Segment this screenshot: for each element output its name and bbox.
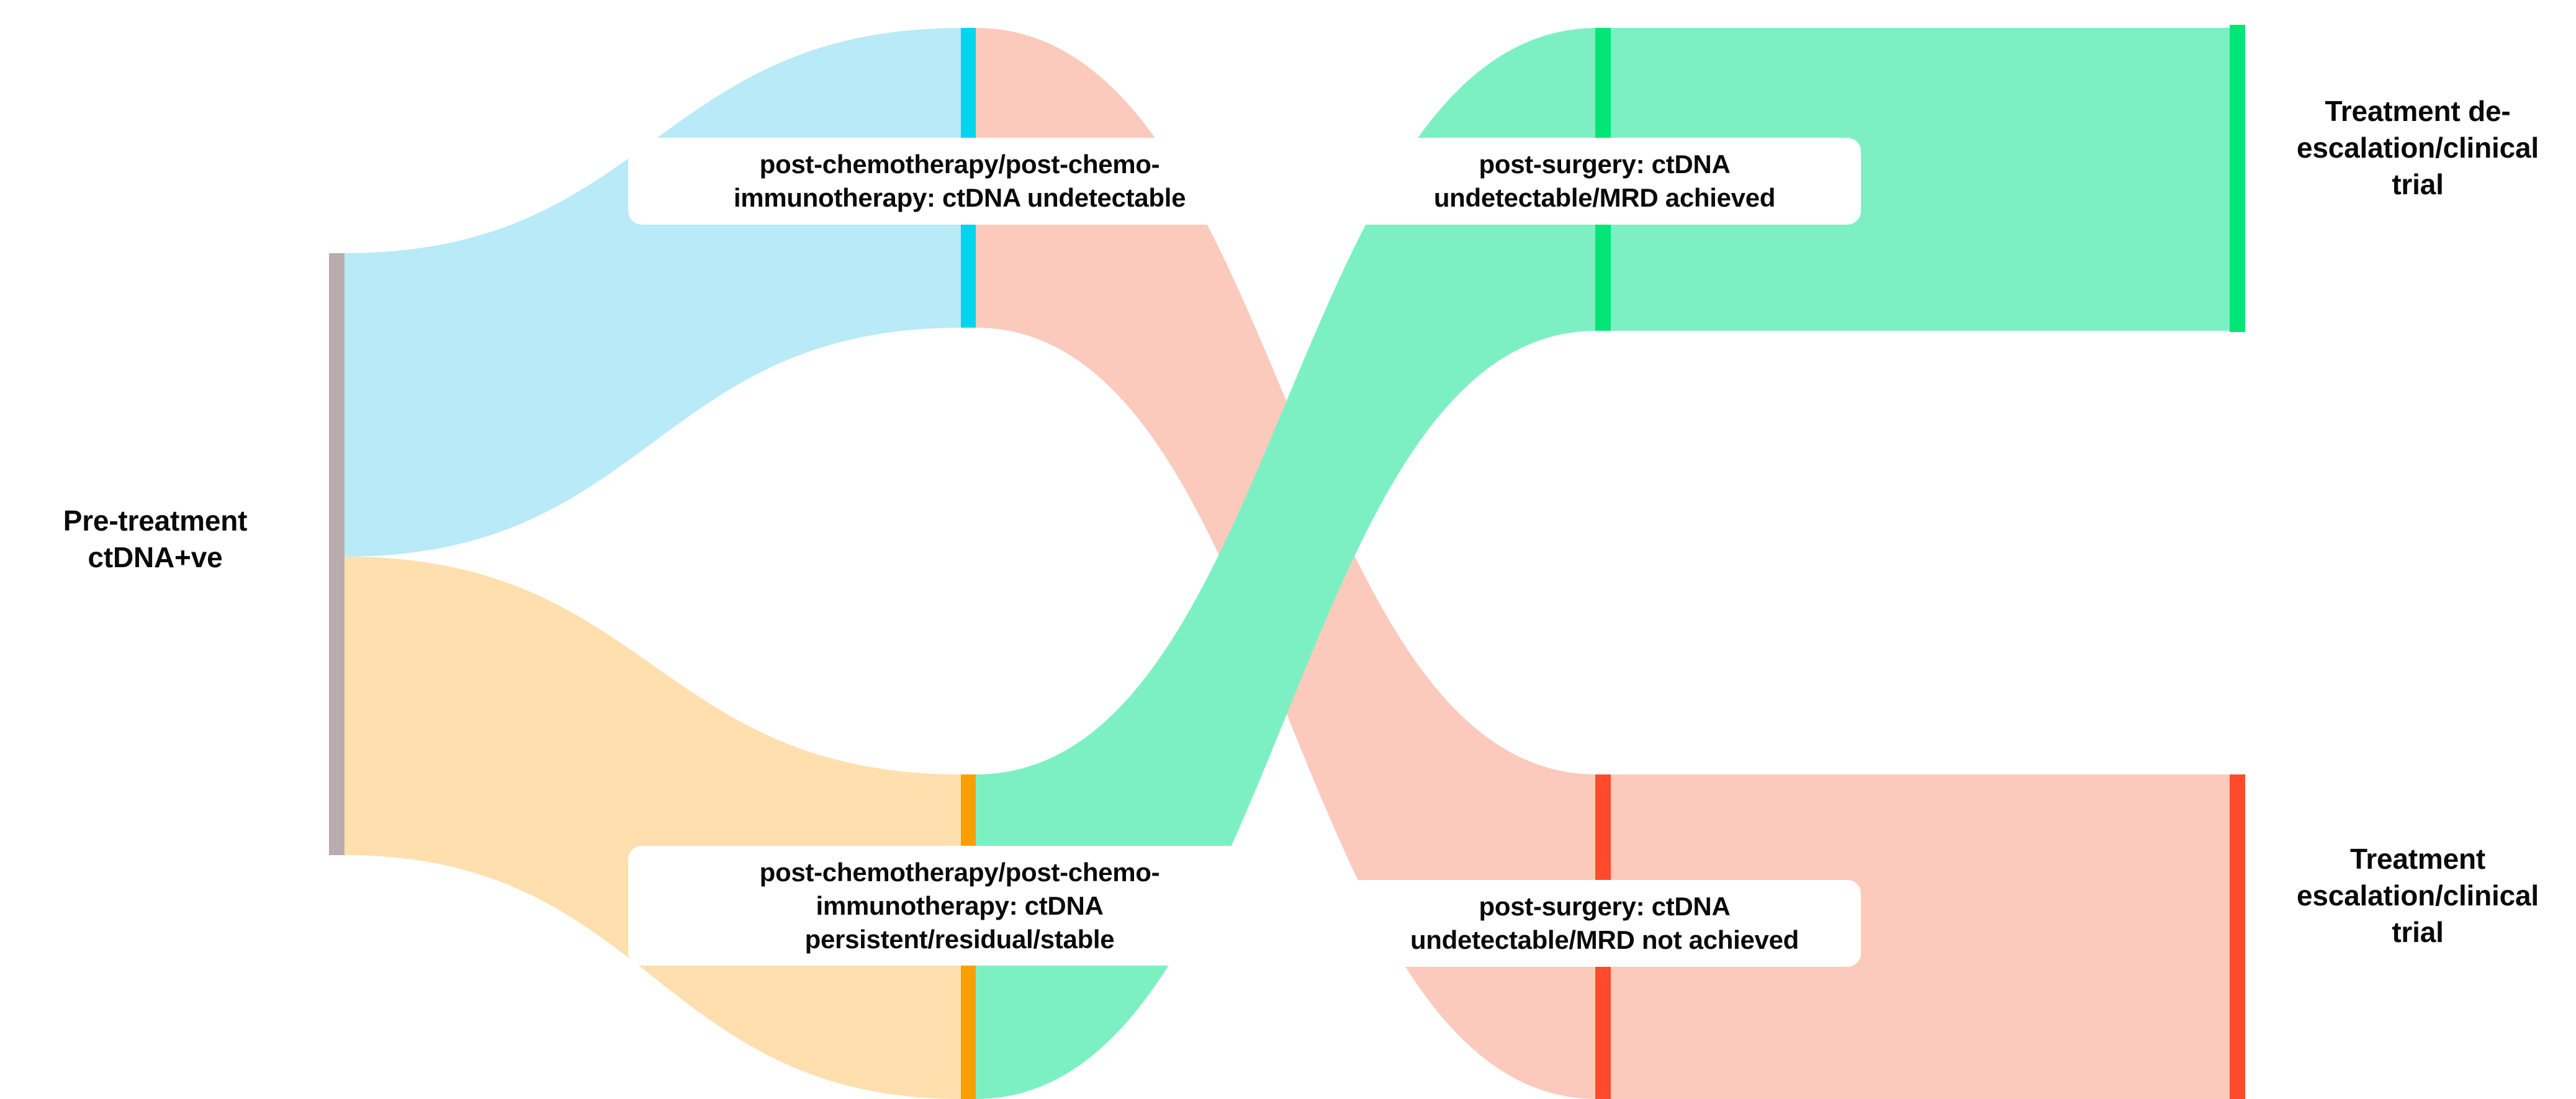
- node-pre-treatment-ctdna-positive[interactable]: [329, 253, 345, 855]
- link-pre-to-chemo-undetectable: [345, 28, 962, 557]
- node-label-post-surgery-mrd-achieved: post-surgery: ctDNA undetectable/MRD ach…: [1348, 138, 1861, 225]
- node-treatment-deescalation[interactable]: [2230, 25, 2245, 332]
- node-label-post-surgery-mrd-not-achieved: post-surgery: ctDNA undetectable/MRD not…: [1348, 880, 1861, 967]
- node-label-post-chemo-ctdna-persistent: post-chemotherapy/post-chemo- immunother…: [628, 846, 1291, 966]
- link-pre-to-chemo-persistent: [345, 557, 962, 1099]
- node-label-post-chemo-ctdna-undetectable: post-chemotherapy/post-chemo- immunother…: [628, 138, 1291, 225]
- sankey-links: [345, 28, 2230, 1099]
- link-chemo-persistent-to-mrd-achieved: [976, 28, 1597, 1099]
- node-label-treatment-escalation: Treatment escalation/clinical trial: [2297, 843, 2539, 948]
- link-mrd-not-achieved-to-escalation: [1611, 774, 2230, 1099]
- node-treatment-escalation[interactable]: [2230, 774, 2245, 1099]
- node-label-treatment-deescalation: Treatment de- escalation/clinical trial: [2297, 95, 2539, 200]
- link-mrd-achieved-to-deescalation: [1611, 28, 2230, 331]
- node-label-pre-treatment: Pre-treatment ctDNA+ve: [63, 505, 248, 573]
